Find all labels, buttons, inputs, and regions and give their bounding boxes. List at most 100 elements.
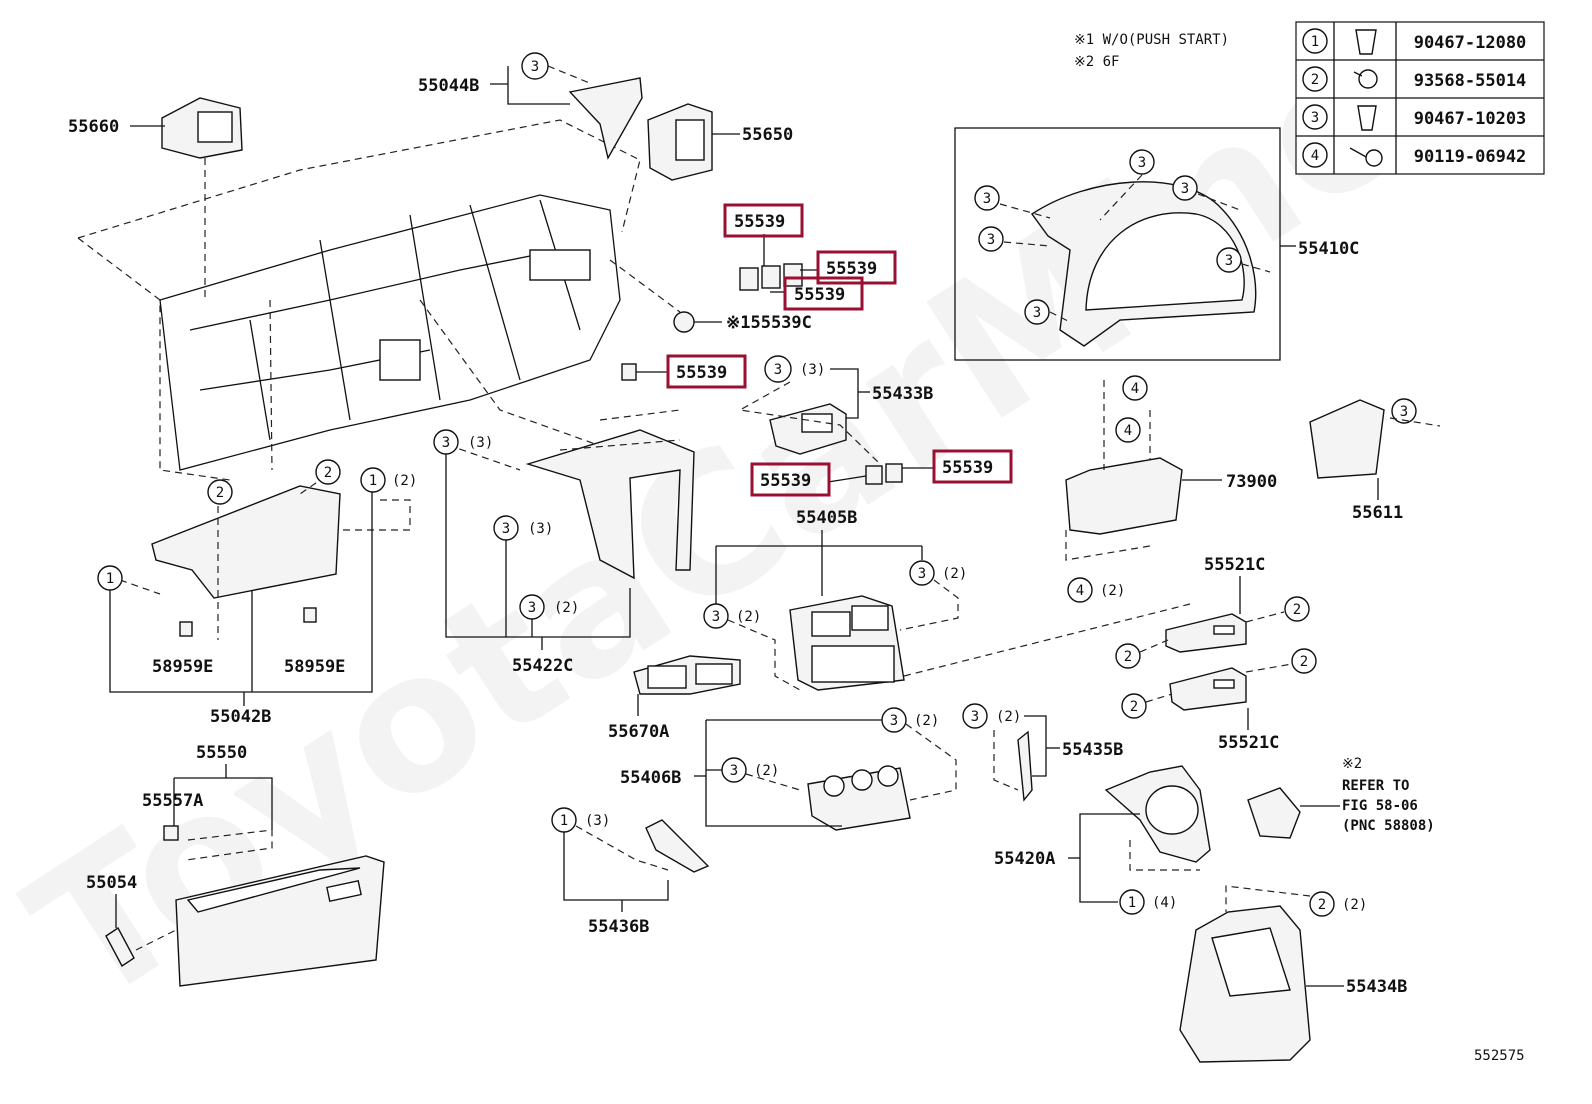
svg-text:2: 2 [324,465,332,481]
qty-label: (3) [468,435,493,451]
label-55539-d: 55539 [676,363,727,383]
part-55670A[interactable]: 55670A [608,655,741,742]
legend-part-1[interactable]: 90467-12080 [1414,33,1527,53]
svg-text:3: 3 [712,609,720,625]
svg-text:2: 2 [1318,897,1326,913]
label-55550: 55550 [196,743,247,763]
label-73900: 73900 [1226,472,1277,492]
part-55550[interactable]: 55550 55557A [142,743,385,987]
part-55042B[interactable]: 2 2 1 (2) 1 58959E 58959E 55042B [97,459,417,727]
part-55410C[interactable]: 55410C 3 3 3 3 3 3 [954,127,1359,361]
svg-text:4: 4 [1076,583,1084,599]
refer-note-line2: FIG 58-06 [1342,798,1418,814]
part-55521C[interactable]: 55521C 2 2 2 2 55521C [1115,555,1317,753]
svg-text:1: 1 [1128,895,1136,911]
svg-text:2: 2 [1300,654,1308,670]
label-55660: 55660 [68,117,119,137]
label-55044B: 55044B [418,76,479,96]
legend-part-2[interactable]: 93568-55014 [1414,71,1527,91]
part-55435B[interactable]: 3 (2) 55435B [962,703,1123,802]
legend-part-3[interactable]: 90467-10203 [1414,109,1527,129]
label-55405B: 55405B [796,508,857,528]
label-55422C: 55422C [512,656,573,676]
legend-part-4[interactable]: 90119-06942 [1414,147,1527,167]
svg-text:3: 3 [1033,305,1041,321]
label-55521C-top: 55521C [1204,555,1265,575]
shift-boot-ref[interactable] [1247,787,1301,839]
screw-icon [1358,69,1378,89]
label-55042B: 55042B [210,707,271,727]
label-55539-f: 55539 [942,458,993,478]
label-55434B: 55434B [1346,977,1407,997]
qty-label: (2) [736,609,761,625]
part-55044B[interactable]: 3 55044B [418,52,643,160]
highlight-55539-e [750,462,831,497]
refer-note-mark: ※2 [1342,756,1362,772]
label-55521C-bottom: 55521C [1218,733,1279,753]
qty-label: (2) [942,566,967,582]
svg-text:4: 4 [1131,381,1139,397]
label-55539-a: 55539 [734,212,785,232]
part-55436B[interactable]: 1 (3) 55436B [551,807,710,937]
label-55539C: ※155539C [726,313,812,333]
highlight-55539-c [783,276,864,311]
part-55433B[interactable]: 3 (3) 55433B [738,355,933,463]
svg-text:3: 3 [1400,404,1408,420]
svg-text:3: 3 [774,362,782,378]
qty-label: (3) [800,362,825,378]
part-55420A[interactable]: 55420A 1 (4) [994,765,1301,915]
refer-note-line1: REFER TO [1342,778,1409,794]
label-55410C: 55410C [1298,239,1359,259]
clip-icon [1357,105,1377,131]
legend-marker-3 [1302,104,1328,130]
part-55406B[interactable]: 3 (2) 3 (2) 55406B [620,707,957,831]
part-55054[interactable]: 55054 [86,873,177,968]
qty-label: (3) [528,521,553,537]
svg-text:1: 1 [560,813,568,829]
part-55434B[interactable]: 2 (2) 55434B [1179,885,1407,1063]
switch-cluster-55539[interactable]: 55539 55539 55539 [723,203,897,311]
label-55054: 55054 [86,873,137,893]
svg-text:1: 1 [106,571,114,587]
svg-text:3: 3 [1181,181,1189,197]
highlight-55539-b [816,250,897,285]
legend-marker-2 [1302,66,1328,92]
refer-note-line3: (PNC 58808) [1342,818,1435,834]
qty-label: (2) [1100,583,1125,599]
qty-label: (2) [1342,897,1367,913]
qty-label: (2) [392,473,417,489]
part-55539-single[interactable]: 55539 [621,354,747,389]
part-55539C[interactable]: ※155539C [609,259,812,333]
svg-text:2: 2 [216,485,224,501]
clip-icon [1355,29,1377,55]
figure-number: 552575 [1474,1048,1525,1064]
part-73900[interactable]: 4 4 4 (2) 73900 [1065,375,1277,603]
label-55435B: 55435B [1062,740,1123,760]
label-55436B: 55436B [588,917,649,937]
label-55650: 55650 [742,125,793,145]
svg-text:2: 2 [1130,699,1138,715]
label-58959E-left: 58959E [152,657,213,677]
clip-58959E-left[interactable] [179,621,193,637]
label-55420A: 55420A [994,849,1055,869]
qty-label: (2) [554,600,579,616]
part-55557A[interactable] [163,825,179,841]
svg-text:3: 3 [983,191,991,207]
part-55611[interactable]: 3 55611 [1309,398,1441,523]
part-55660[interactable]: 55660 [68,97,243,300]
svg-text:3: 3 [502,521,510,537]
legend-marker-1 [1302,28,1328,54]
note-push-start: ※1 W/O(PUSH START) [1074,32,1229,48]
label-55406B: 55406B [620,768,681,788]
part-55422C[interactable]: 3 (3) 3 (3) 3 (2) 55422C [433,409,695,676]
legend-key-2: 2 [1311,72,1319,88]
svg-text:3: 3 [531,59,539,75]
part-55405B[interactable]: 55405B 3 (2) 3 (2) [703,508,1191,691]
switch-pair-55539[interactable]: 55539 55539 [750,449,1013,497]
svg-text:3: 3 [918,566,926,582]
part-55650[interactable]: 55650 [647,103,793,181]
svg-text:3: 3 [971,709,979,725]
svg-text:4: 4 [1124,423,1132,439]
clip-58959E-right[interactable] [303,607,317,623]
fastener-legend-table: 1 90467-12080 2 93568-55014 3 90467-1020… [1295,21,1545,175]
